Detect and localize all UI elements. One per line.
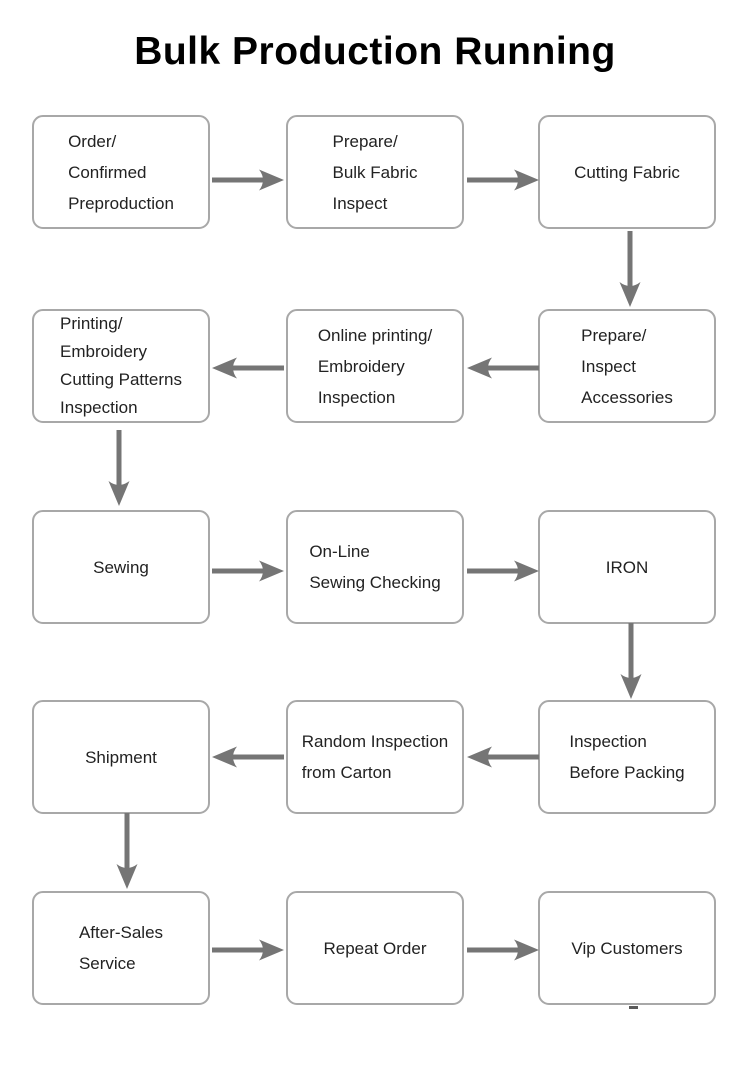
node-label: Prepare/ Inspect Accessories	[581, 325, 673, 407]
node-online-printing-embroidery-inspection: Online printing/ Embroidery Inspection	[286, 309, 464, 423]
arrow-down-icon	[620, 623, 642, 699]
node-label: Random Inspection from Carton	[301, 732, 449, 782]
node-printing-embroidery-cutting-patterns-inspection: Printing/ Embroidery Cutting Patterns In…	[32, 309, 210, 423]
node-repeat-order: Repeat Order	[286, 891, 464, 1005]
node-label: Shipment	[85, 747, 157, 767]
node-prepare-inspect-accessories: Prepare/ Inspect Accessories	[538, 309, 716, 423]
arrow-right-icon	[212, 939, 284, 961]
node-label: Order/ Confirmed Preproduction	[68, 131, 174, 213]
node-after-sales-service: After-Sales Service	[32, 891, 210, 1005]
arrow-down-icon	[619, 231, 641, 307]
node-iron: IRON	[538, 510, 716, 624]
arrow-left-icon	[212, 746, 284, 768]
node-vip-customers: Vip Customers	[538, 891, 716, 1005]
arrow-right-icon	[212, 169, 284, 191]
arrow-down-icon	[108, 430, 130, 506]
arrow-down-icon	[116, 813, 138, 889]
node-label: Prepare/ Bulk Fabric Inspect	[332, 131, 418, 213]
node-label: Online printing/ Embroidery Inspection	[317, 325, 433, 407]
node-inspection-before-packing: Inspection Before Packing	[538, 700, 716, 814]
node-label: Cutting Fabric	[574, 162, 680, 182]
arrow-right-icon	[467, 939, 539, 961]
node-label: IRON	[605, 557, 649, 577]
node-label: Printing/ Embroidery Cutting Patterns In…	[60, 314, 182, 417]
node-label: Repeat Order	[323, 938, 427, 958]
page-title: Bulk Production Running	[134, 30, 616, 73]
node-label: Inspection Before Packing	[569, 732, 685, 782]
arrow-right-icon	[467, 560, 539, 582]
node-label: Vip Customers	[571, 938, 683, 958]
node-order-confirmed-preproduction: Order/ Confirmed Preproduction	[32, 115, 210, 229]
node-cutting-fabric: Cutting Fabric	[538, 115, 716, 229]
arrow-right-icon	[467, 169, 539, 191]
node-label: Sewing	[93, 557, 149, 577]
node-sewing: Sewing	[32, 510, 210, 624]
node-shipment: Shipment	[32, 700, 210, 814]
stray-mark	[629, 1006, 638, 1009]
arrow-left-icon	[467, 746, 539, 768]
node-prepare-bulk-fabric-inspect: Prepare/ Bulk Fabric Inspect	[286, 115, 464, 229]
node-random-inspection-from-carton: Random Inspection from Carton	[286, 700, 464, 814]
node-label: On-Line Sewing Checking	[309, 542, 441, 592]
arrow-left-icon	[212, 357, 284, 379]
arrow-right-icon	[212, 560, 284, 582]
arrow-left-icon	[467, 357, 539, 379]
node-on-line-sewing-checking: On-Line Sewing Checking	[286, 510, 464, 624]
node-label: After-Sales Service	[78, 923, 164, 973]
